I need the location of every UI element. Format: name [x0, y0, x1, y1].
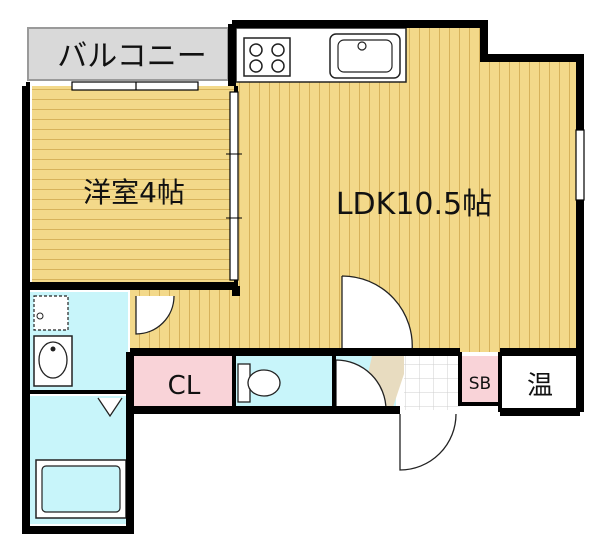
- water-heater-area: [504, 356, 576, 410]
- closet-label: CL: [168, 371, 201, 401]
- balcony-label: バルコニー: [57, 39, 206, 74]
- shoebox-label: SB: [469, 374, 491, 394]
- door-swing-bath: [97, 397, 123, 418]
- closet-area: [134, 356, 234, 410]
- western-room: [32, 86, 234, 286]
- door-swing-toilet: [335, 359, 387, 411]
- sink-icon: [329, 33, 401, 79]
- ldk-room: [236, 28, 576, 352]
- door-swing-entrance: [399, 413, 457, 471]
- balcony-area: [28, 28, 228, 80]
- window-ldk-right: [575, 129, 585, 201]
- water-heater-label: 温: [527, 371, 553, 401]
- shoebox-area: [462, 356, 498, 404]
- window-balcony: [71, 81, 199, 91]
- western-room-label: 洋室4帖: [83, 176, 185, 209]
- ldk-label: LDK10.5帖: [336, 187, 492, 222]
- entrance-tile: [404, 356, 460, 410]
- door-swing-western: [135, 295, 175, 335]
- partition-sliding: [229, 91, 239, 281]
